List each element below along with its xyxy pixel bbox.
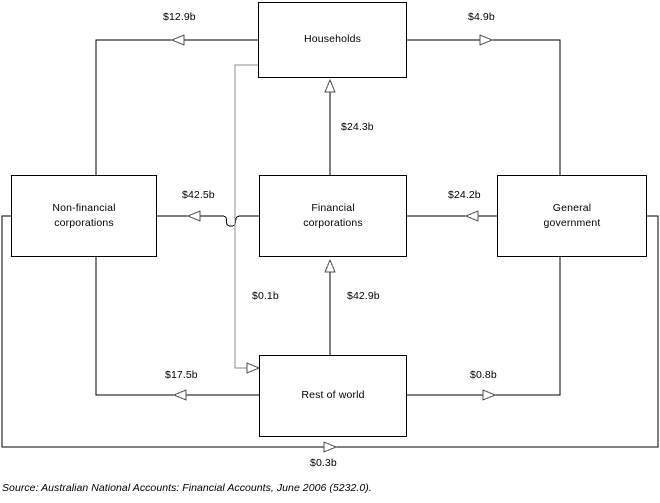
node-rest-of-world[interactable]: Rest of world bbox=[259, 355, 407, 437]
arrowhead-households-to-nonfin bbox=[170, 34, 185, 46]
connector-fincorp-to-nonfin bbox=[157, 215, 259, 227]
node-households[interactable]: Households bbox=[258, 2, 407, 78]
source-note: Source: Australian National Accounts: Fi… bbox=[2, 482, 372, 494]
node-financial-corporations[interactable]: Financial corporations bbox=[259, 175, 407, 257]
flow-label-government-to-fincorp: $24.2b bbox=[448, 189, 481, 201]
connector-restofworld-to-government bbox=[407, 257, 561, 396]
flow-label-restofworld-to-nonfin: $17.5b bbox=[165, 369, 198, 381]
arrowhead-restofworld-to-nonfin bbox=[172, 389, 187, 401]
node-rest-of-world-label: Rest of world bbox=[301, 389, 365, 402]
flow-label-households-to-nonfin: $12.9b bbox=[163, 11, 196, 23]
connector-households-to-nonfin bbox=[95, 39, 258, 175]
flow-label-fincorp-to-households: $24.3b bbox=[341, 121, 374, 133]
node-non-financial-corporations[interactable]: Non-financial corporations bbox=[11, 175, 157, 257]
node-general-government-label: General government bbox=[543, 201, 601, 229]
connector-households-to-government bbox=[407, 39, 561, 175]
connector-households-to-restofworld bbox=[234, 64, 258, 369]
arrowhead-fincorp-to-nonfin bbox=[186, 210, 201, 222]
flow-label-restofworld-to-government: $0.8b bbox=[470, 369, 497, 381]
node-households-label: Households bbox=[304, 33, 361, 46]
arrowhead-restofworld-to-fincorp bbox=[324, 258, 336, 273]
flow-label-households-to-restofworld: $0.1b bbox=[252, 290, 279, 302]
flow-label-nonfin-to-government: $0.3b bbox=[310, 457, 337, 469]
node-general-government[interactable]: General government bbox=[497, 175, 647, 257]
node-non-financial-corporations-label: Non-financial corporations bbox=[52, 201, 116, 229]
connector-restofworld-to-nonfin bbox=[95, 257, 259, 396]
flow-label-households-to-government: $4.9b bbox=[468, 11, 495, 23]
arrowhead-fincorp-to-households bbox=[324, 78, 336, 93]
arrowhead-households-to-restofworld bbox=[246, 362, 261, 374]
arrowhead-nonfin-to-government bbox=[323, 441, 338, 453]
arrowhead-government-to-fincorp bbox=[464, 210, 479, 222]
node-financial-corporations-label: Financial corporations bbox=[303, 201, 363, 229]
arrowhead-restofworld-to-government bbox=[482, 389, 497, 401]
arrowhead-households-to-government bbox=[479, 34, 494, 46]
flow-label-restofworld-to-fincorp: $42.9b bbox=[347, 290, 380, 302]
flow-label-fincorp-to-nonfin: $42.5b bbox=[182, 189, 215, 201]
